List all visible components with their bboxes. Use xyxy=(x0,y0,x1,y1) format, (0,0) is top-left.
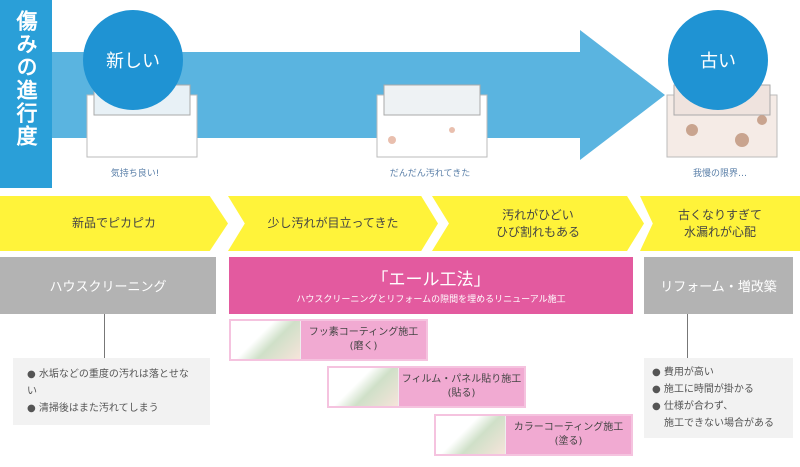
arrow-line-left xyxy=(104,314,105,362)
note-item: 施工できない場合がある xyxy=(664,418,774,429)
caption-new: 気持ち良い! xyxy=(110,169,160,179)
worker-illustration xyxy=(329,368,399,406)
reform-box: リフォーム・増改築 xyxy=(644,257,793,314)
worker-illustration xyxy=(436,416,506,454)
progress-title: 傷みの進行度 xyxy=(0,0,52,188)
house-cleaning-notes: ● 水垢などの重度の汚れは落とせない ● 清掃後はまた汚れてしまう xyxy=(13,358,210,425)
note-item: ● 水垢などの重度の汚れは落とせない xyxy=(27,369,189,397)
stage-chevron-4: 古くなりすぎて 水漏れが心配 xyxy=(640,196,800,251)
method-film-panel: フィルム・パネル貼り施工(貼る) xyxy=(327,366,526,408)
arrow-line-right xyxy=(687,314,688,362)
method-fluorine-coating: フッ素コーティング施工(磨く) xyxy=(229,319,428,361)
note-item: ● 費用が高い xyxy=(652,367,714,378)
yell-title: 「エール工法」 xyxy=(371,270,491,290)
note-item: ● 清掃後はまた汚れてしまう xyxy=(27,403,159,414)
house-cleaning-box: ハウスクリーニング xyxy=(0,257,216,314)
progress-arrow xyxy=(52,30,778,160)
yell-method-box: 「エール工法」 ハウスクリーニングとリフォームの隙間を埋めるリニューアル施工 xyxy=(229,257,633,314)
method-color-coating: カラーコーティング施工(塗る) xyxy=(434,414,633,456)
note-item: ● 施工に時間が掛かる xyxy=(652,384,754,395)
stage-chevron-2: 少し汚れが目立ってきた xyxy=(228,196,438,251)
stage-new-badge: 新しい xyxy=(83,10,183,110)
yell-subtitle: ハウスクリーニングとリフォームの隙間を埋めるリニューアル施工 xyxy=(296,295,566,305)
caption-old: 我慢の限界… xyxy=(692,169,747,179)
caption-mid: だんだん汚れてきた xyxy=(389,169,471,179)
note-item: ● 仕様が合わず、 xyxy=(652,401,734,412)
stage-chevron-1: 新品でピカピカ xyxy=(0,196,228,251)
stage-old-badge: 古い xyxy=(668,10,768,110)
stage-chevron-3: 汚れがひどい ひび割れもある xyxy=(432,196,644,251)
reform-notes: ● 費用が高い ● 施工に時間が掛かる ● 仕様が合わず、 施工できない場合があ… xyxy=(644,358,793,438)
worker-illustration xyxy=(231,321,301,359)
bathtub-mid xyxy=(376,84,488,158)
